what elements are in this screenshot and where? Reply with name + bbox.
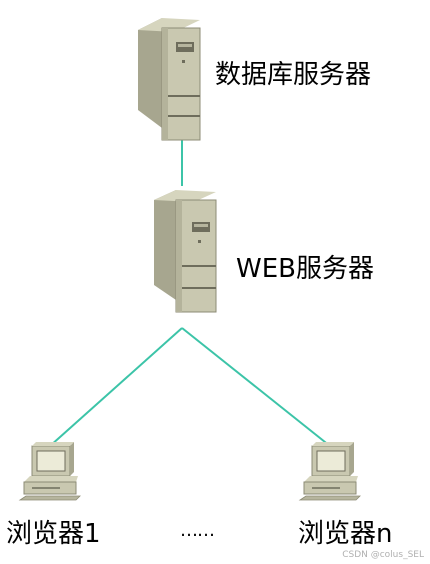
web-server-label: WEB服务器 [236, 254, 374, 284]
db-server-icon [138, 18, 201, 141]
web-server-icon [154, 190, 217, 313]
browser-1-computer-icon [18, 442, 81, 501]
browser-n-label: 浏览器n [298, 519, 393, 549]
web-to-browsern-connector [181, 327, 331, 447]
db-server-label: 数据库服务器 [215, 60, 372, 90]
browser-1-label: 浏览器1 [6, 519, 101, 549]
web-to-browser1-connector [49, 327, 183, 447]
browser-n-computer-icon [298, 442, 361, 501]
watermark: CSDN @colus_SEL [342, 550, 424, 560]
ellipsis-label: …… [180, 520, 215, 541]
